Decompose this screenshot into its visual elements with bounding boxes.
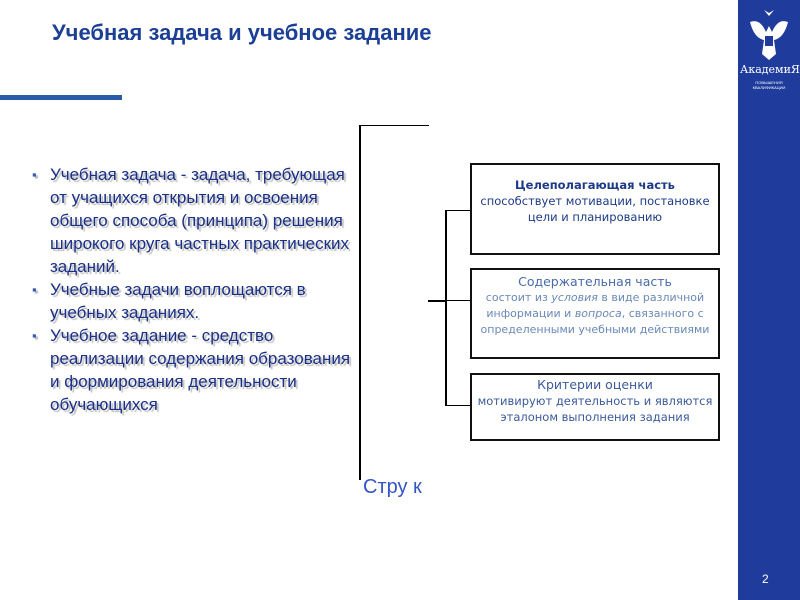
connector-tick xyxy=(445,300,470,301)
logo-text: АкадемиЯ xyxy=(740,63,800,76)
box-heading: Содержательная часть xyxy=(518,274,672,289)
text-italic: условия xyxy=(551,291,598,304)
connector xyxy=(428,300,446,302)
side-band xyxy=(738,0,800,600)
box-heading: Целеполагающая часть xyxy=(515,178,675,192)
text-italic: вопроса xyxy=(574,307,622,320)
box-body: мотивируют деятельность и являются этало… xyxy=(477,394,713,424)
bullet-list: Учебная задача - задача, требующая от уч… xyxy=(32,163,362,416)
bullet-item: Учебная задача - задача, требующая от уч… xyxy=(32,163,362,278)
title-underline xyxy=(0,95,122,100)
slide-title: Учебная задача и учебное задание xyxy=(52,20,432,45)
text: в виде различной информации и xyxy=(486,291,705,320)
connector-vertical xyxy=(445,210,447,406)
goal-part-box: Целеполагающая часть способствует мотива… xyxy=(470,163,720,255)
diagram-label: Стру к xyxy=(363,476,422,498)
connector-tick xyxy=(445,405,470,406)
bracket-top xyxy=(359,125,429,126)
box-body: состоит из условия в виде различной инфо… xyxy=(472,290,718,338)
box-heading: Критерии оценки xyxy=(537,377,653,392)
academy-logo: АкадемиЯ ПОВЫШЕНИЯ КВАЛИФИКАЦИИ xyxy=(740,8,800,92)
text: состоит из xyxy=(485,291,552,304)
bullet-item: Учебное задание - средство реализации со… xyxy=(32,324,362,416)
eagle-emblem-icon xyxy=(750,10,788,60)
logo-subtext: ПОВЫШЕНИЯ КВАЛИФИКАЦИИ xyxy=(752,80,786,90)
page-number: 2 xyxy=(762,572,769,586)
content-part-box: Содержательная часть состоит из условия … xyxy=(470,268,720,359)
box-body: способствует мотивации, постановке цели … xyxy=(480,194,710,224)
text: , связанного с определенными учебными де… xyxy=(480,307,710,336)
criteria-box: Критерии оценки мотивируют деятельность … xyxy=(470,373,720,441)
bracket-vertical xyxy=(359,125,361,480)
connector-tick xyxy=(445,210,470,211)
bullet-item: Учебные задачи воплощаются в учебных зад… xyxy=(32,278,362,324)
